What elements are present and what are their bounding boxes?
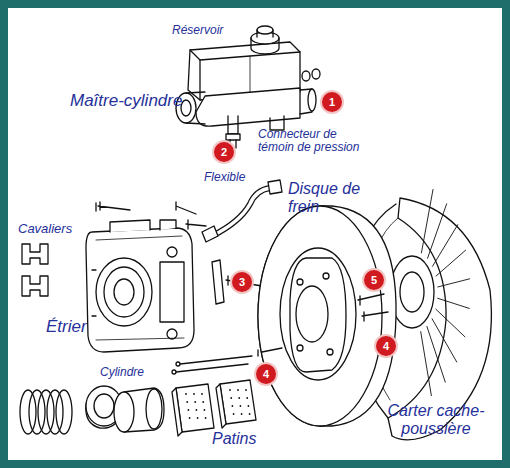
part-label: Maître-cylindre [70,92,182,111]
callout-number: 3 [232,272,252,292]
pad-dot [240,405,242,407]
pad-dot [196,409,198,411]
shield-rib [438,298,470,308]
pad-dot [188,409,190,411]
part-label: Réservoir [172,24,223,37]
shield-rib [436,250,466,276]
shield-screws [258,294,388,356]
piston-spring [20,390,72,434]
pad-dot [204,409,206,411]
pad-dot [185,393,187,395]
pad-dot [193,393,195,395]
callout-number: 1 [322,92,342,112]
spring-coil [47,390,63,434]
shield-ribs [421,189,470,395]
brake-disc [258,206,396,426]
pad-dot [232,405,234,407]
pad-dot [197,417,199,419]
part-label: Connecteur de témoin de pression [258,128,376,154]
shield-rib [432,319,457,362]
shield-rib [427,326,445,382]
flexible-hose [202,180,282,242]
brake-pads [172,380,256,436]
part-label: Étrier [46,318,87,337]
part-label: Disque de frein [288,180,368,215]
pad-dot [246,397,248,399]
lock-plate [172,260,262,374]
pad-dot [237,389,239,391]
shield-rib [438,279,470,287]
part-label: Flexible [204,171,245,184]
pad-dot [201,393,203,395]
pad-dot [229,389,231,391]
part-label: Carter cache-poussière [374,402,498,437]
shield-rib [421,332,432,396]
pad-dot [205,417,207,419]
callout-number: 4 [376,336,396,356]
shield-rib [428,204,447,259]
pad-dot [241,413,243,415]
part-label: Patins [212,430,256,448]
pad-dot [245,389,247,391]
pad-dot [189,417,191,419]
spring-coil [38,390,54,434]
part-label: Cavaliers [18,222,72,236]
callout-number: 4 [256,364,276,384]
pad-dot [248,405,250,407]
retaining-clips [22,244,48,296]
pad-dot [202,401,204,403]
spring-coil [20,390,36,434]
part-label: Cylindre [100,366,144,379]
callout-number: 5 [364,270,384,290]
caliper [86,220,194,352]
callout-number: 2 [214,142,234,162]
pad-dot [238,397,240,399]
pad-dot [230,397,232,399]
pad-dot [249,413,251,415]
pad-texture [185,389,250,419]
pad-dot [233,413,235,415]
pad-dot [194,401,196,403]
spring-coil [56,390,72,434]
shield-rib [421,189,433,252]
pistons [86,386,164,432]
spring-coil [29,390,45,434]
pad-dot [186,401,188,403]
